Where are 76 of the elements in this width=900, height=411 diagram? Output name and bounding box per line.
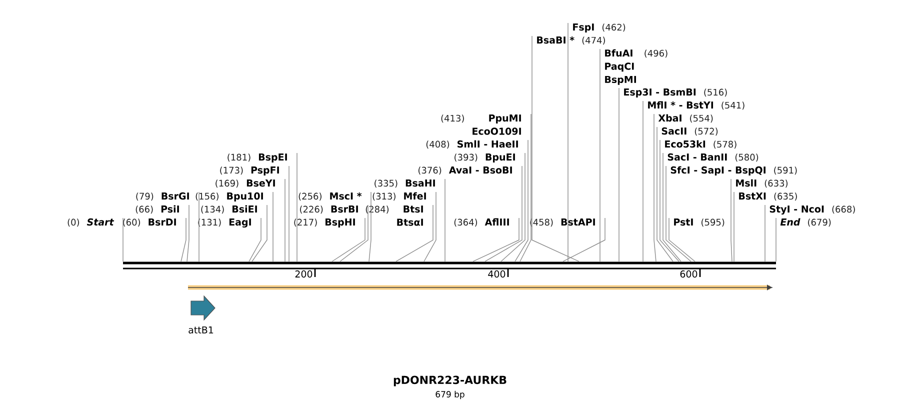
feature-label: attB1	[188, 326, 214, 334]
site-label: (66) PsiI	[136, 205, 179, 214]
site-label: PstI (595)	[674, 218, 724, 227]
leader-line	[424, 192, 436, 262]
site-label: MslI (633)	[736, 179, 788, 188]
site-label: (364) AflIII	[454, 218, 509, 227]
site-label: (79) BsrGI	[136, 192, 189, 201]
site-label: (393) BpuEI	[454, 154, 515, 162]
scale-label: 600	[680, 270, 698, 278]
leader-line	[396, 204, 434, 262]
leader-line	[666, 166, 692, 262]
site-label: (131) EagI	[198, 218, 251, 228]
site-label: SacII (572)	[662, 127, 718, 136]
site-label: (226) BsrBI	[300, 206, 358, 214]
site-label: (217) BspHI	[294, 218, 355, 228]
leader-line	[472, 218, 520, 262]
site-label: BstXI (635)	[739, 192, 797, 201]
site-label: BfuAI (496) PaqCI BspMI	[605, 49, 668, 85]
leader-line	[284, 178, 286, 262]
scale-label: 400	[488, 270, 506, 278]
leader-line	[656, 126, 674, 262]
caption: 679 bp	[436, 390, 464, 400]
site-label: (408) SmlI - HaeII	[426, 140, 518, 149]
site-label: (376) AvaI - BsoBI	[418, 166, 512, 175]
site-label: (284) BtsI BtsαI	[366, 206, 423, 226]
site-label: (169) BseYI	[216, 180, 275, 188]
leader-line	[514, 140, 528, 262]
leader-line	[484, 166, 522, 262]
leader-line	[764, 204, 766, 262]
leader-line	[562, 218, 606, 262]
site-label: (256) MscI *	[298, 192, 362, 201]
leader-line	[730, 178, 732, 262]
site-label: XbaI (554)	[658, 114, 713, 123]
leader-line	[532, 36, 580, 262]
title: pDONR223-AURKB	[394, 376, 506, 386]
site-label: (60) BsrDI	[123, 218, 176, 227]
site-label: (413) PpuMI EcoO109I	[441, 114, 521, 135]
scale-label: 200	[295, 270, 312, 278]
leader-line	[180, 218, 186, 262]
site-label: SfcI - SapI - BspQI (591)	[670, 166, 797, 176]
site-label: Esp3I - BsmBI (516)	[624, 88, 727, 98]
site-label: SacI - BanII (580)	[668, 153, 758, 162]
site-label: (335) BsaHI	[374, 180, 435, 188]
leader-line	[122, 218, 124, 262]
site-label: (156) Bpu10I	[196, 192, 263, 202]
site-label: (0) Start	[68, 218, 114, 227]
leader-line	[520, 114, 532, 262]
site-label: (181) BspEI	[228, 154, 287, 162]
site-label: (458) BstAPI	[530, 218, 595, 227]
leader-line	[642, 100, 644, 262]
leader-line	[252, 204, 268, 262]
site-label: (313) MfeI	[372, 192, 426, 201]
leader-line	[368, 192, 372, 262]
site-label: MflI * - BstYI (541)	[648, 101, 744, 110]
site-label: StyI - NcoI (668)	[770, 205, 855, 215]
site-label: Eco53kI (578)	[665, 140, 736, 149]
leader-line	[618, 88, 620, 262]
leader-line	[654, 114, 656, 262]
leader-line	[288, 166, 290, 262]
site-label: (134) BsiEI	[201, 205, 257, 214]
site-label: FspI (462)	[573, 24, 626, 32]
leader-line	[662, 152, 682, 262]
leader-line	[444, 178, 446, 262]
leader-line	[296, 152, 298, 262]
site-label: End (679)	[780, 218, 831, 227]
leader-line	[660, 140, 680, 262]
leader-line	[186, 204, 190, 262]
leader-line	[272, 192, 274, 262]
leader-line	[340, 204, 368, 262]
leader-line	[668, 218, 696, 262]
site-label: BsaBI * (474)	[537, 36, 605, 45]
site-label: (173) PspFI	[220, 166, 279, 176]
leader-line	[500, 152, 526, 262]
leader-line	[332, 218, 366, 262]
leader-line	[198, 192, 200, 262]
leader-line	[248, 218, 262, 262]
